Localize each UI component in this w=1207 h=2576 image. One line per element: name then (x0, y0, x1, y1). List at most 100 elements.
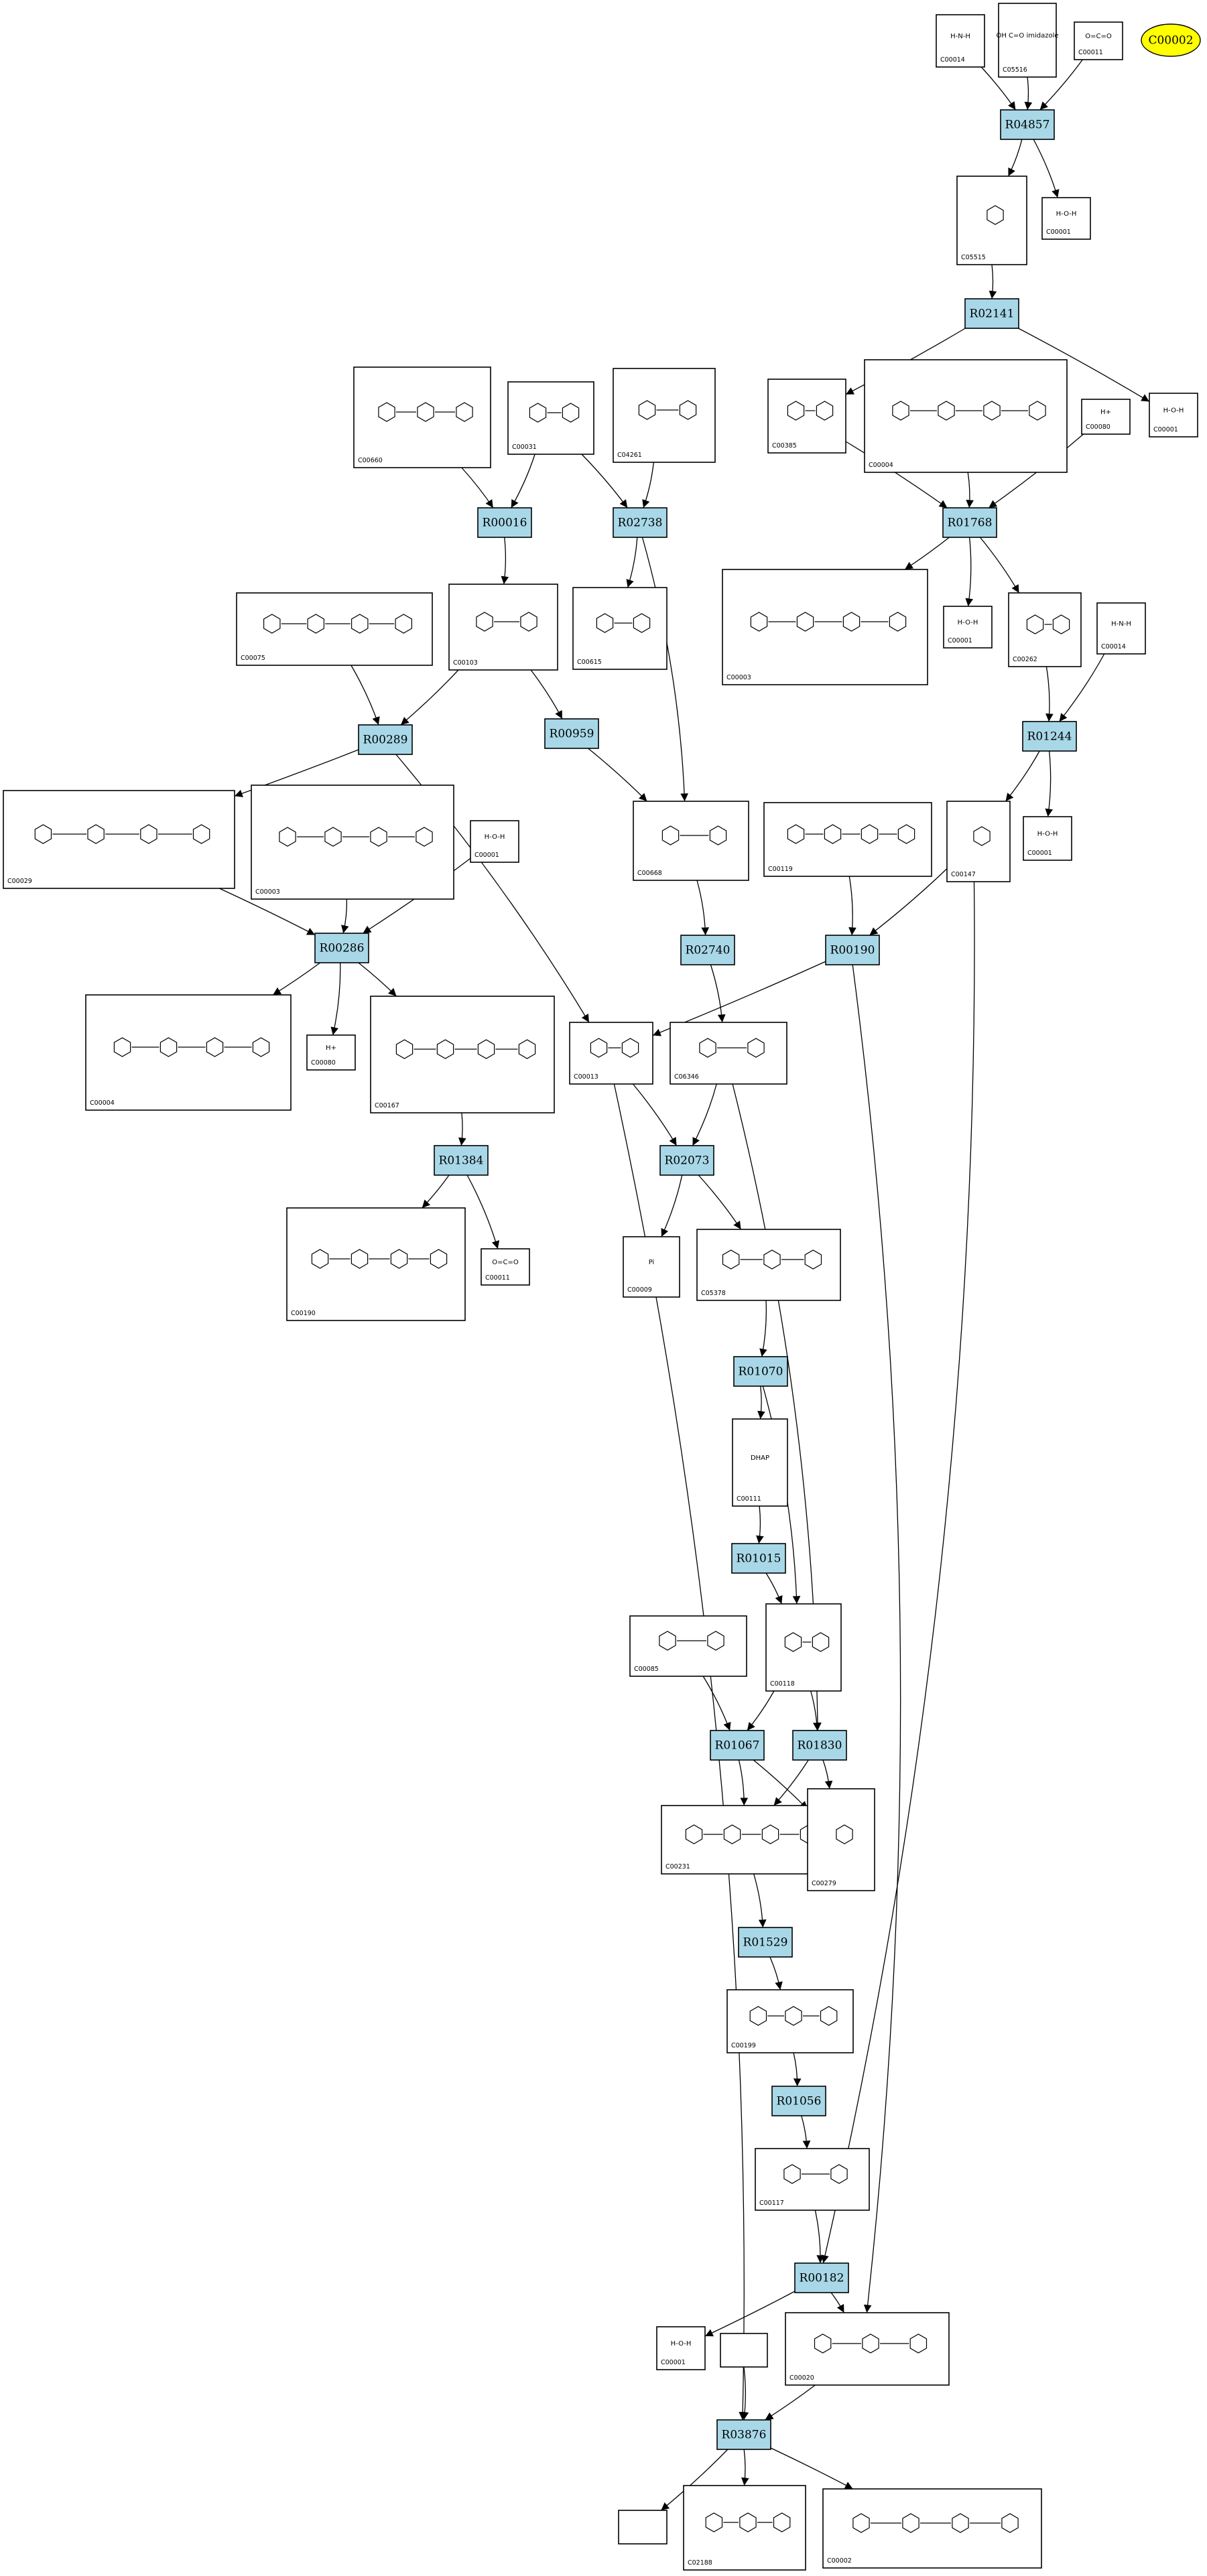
reaction-label: R01384 (439, 1154, 484, 1168)
reaction-node[interactable]: R00016 (477, 507, 532, 538)
compound-node[interactable]: C00002 (822, 2488, 1042, 2569)
reaction-node[interactable]: R01768 (942, 507, 997, 538)
molecule-ring (311, 1249, 329, 1269)
reaction-node[interactable]: R00959 (544, 718, 599, 749)
compound-node[interactable]: C00031 (507, 381, 594, 455)
compound-node[interactable]: C00660 (353, 366, 491, 468)
compound-node[interactable]: H+C00080 (1081, 399, 1131, 435)
compound-label: C00001 (1046, 228, 1071, 236)
compound-node[interactable]: C00003 (251, 785, 454, 900)
reaction-edge (710, 964, 726, 1023)
compound-node[interactable]: C00190 (286, 1207, 466, 1321)
compound-node[interactable]: C00279 (807, 1788, 875, 1891)
reaction-node[interactable]: R01015 (731, 1543, 786, 1574)
reaction-edge (904, 537, 950, 570)
reaction-node[interactable]: R02073 (659, 1145, 714, 1176)
compound-label: C00118 (770, 1680, 795, 1688)
compound-label: C00147 (951, 871, 976, 878)
compound-node[interactable]: C00004 (864, 359, 1068, 473)
reaction-node[interactable]: R00289 (358, 724, 413, 755)
compound-node[interactable]: C00013 (569, 1022, 653, 1085)
compound-node[interactable]: C00004 (85, 994, 292, 1111)
reaction-node[interactable]: R03876 (716, 2419, 771, 2450)
reaction-node[interactable]: R00182 (794, 2262, 849, 2293)
molecule-ring (750, 612, 768, 632)
reaction-node[interactable]: R01529 (738, 1927, 793, 1958)
molecule-ring (842, 612, 861, 632)
compound-node[interactable]: C02188 (683, 2485, 806, 2571)
compound-structure: O=C=O (1085, 33, 1112, 40)
reaction-edge (810, 1690, 821, 1731)
compound-box (998, 3, 1057, 78)
reaction-node[interactable]: R01067 (710, 1730, 765, 1761)
compound-structure: H-N-H (950, 33, 970, 40)
molecule-ring (796, 612, 814, 632)
reaction-label: R02738 (618, 517, 663, 530)
compound-structure: H+ (326, 1044, 336, 1052)
reaction-node[interactable]: R01070 (733, 1356, 788, 1387)
compound-node[interactable]: C00199 (726, 1989, 854, 2053)
compound-node[interactable]: C00147 (946, 801, 1011, 882)
molecule-ring (983, 401, 1001, 421)
compound-box (1149, 393, 1198, 437)
compound-node[interactable]: C00231 (661, 1805, 835, 1875)
molecule-ring (783, 2164, 801, 2184)
reaction-box (659, 1145, 714, 1176)
reaction-node[interactable]: R01830 (792, 1730, 847, 1761)
compound-node[interactable]: C00003 (722, 569, 928, 685)
reaction-node[interactable]: R00190 (825, 935, 880, 965)
compound-node[interactable]: C00075 (236, 592, 433, 666)
compound-node[interactable]: C00262 (1008, 592, 1082, 667)
molecule-ring (87, 824, 105, 844)
compound-node[interactable]: C00119 (763, 802, 932, 877)
reaction-edge (219, 888, 316, 936)
compound-node[interactable]: C00167 (370, 996, 555, 1113)
compound-node[interactable] (618, 2510, 668, 2545)
reaction-node[interactable]: R02141 (964, 298, 1019, 329)
compound-node[interactable]: C05515 (956, 176, 1027, 265)
compound-node[interactable]: C00117 (755, 2148, 870, 2211)
compound-label: C05516 (1003, 66, 1027, 74)
highlight-node[interactable]: C00002 (1141, 23, 1201, 57)
compound-node[interactable]: C00085 (629, 1615, 747, 1677)
reaction-node[interactable]: R02738 (613, 507, 668, 538)
compound-node[interactable]: C00029 (3, 790, 235, 889)
compound-node[interactable]: C00615 (572, 587, 668, 670)
compound-node[interactable]: C04261 (613, 368, 716, 463)
compound-node[interactable]: C00020 (785, 2312, 950, 2386)
compound-node[interactable]: H+C00080 (306, 1034, 356, 1071)
reaction-box (710, 1730, 765, 1761)
compound-node[interactable]: C00118 (765, 1603, 842, 1692)
compound-node[interactable] (720, 2333, 768, 2368)
reaction-node[interactable]: R02740 (680, 935, 735, 965)
compound-box (3, 790, 235, 889)
compound-box (613, 368, 716, 463)
reaction-node[interactable]: R01244 (1022, 721, 1077, 752)
reaction-node[interactable]: R01384 (434, 1145, 489, 1176)
compound-node[interactable]: C00385 (767, 379, 846, 454)
compound-node[interactable]: C05378 (696, 1229, 841, 1301)
reaction-node[interactable]: R00286 (314, 933, 369, 963)
reaction-edge (757, 1385, 765, 1420)
compound-node[interactable]: C06346 (670, 1022, 787, 1085)
reaction-box (1000, 109, 1055, 140)
reaction-edge (822, 1759, 833, 1789)
reaction-label: R01529 (743, 1936, 788, 1950)
reaction-node[interactable]: R04857 (1000, 109, 1055, 140)
compound-node[interactable]: C00103 (448, 584, 558, 671)
compound-node[interactable]: C00668 (633, 801, 749, 881)
reaction-node[interactable]: R01056 (771, 2086, 826, 2116)
